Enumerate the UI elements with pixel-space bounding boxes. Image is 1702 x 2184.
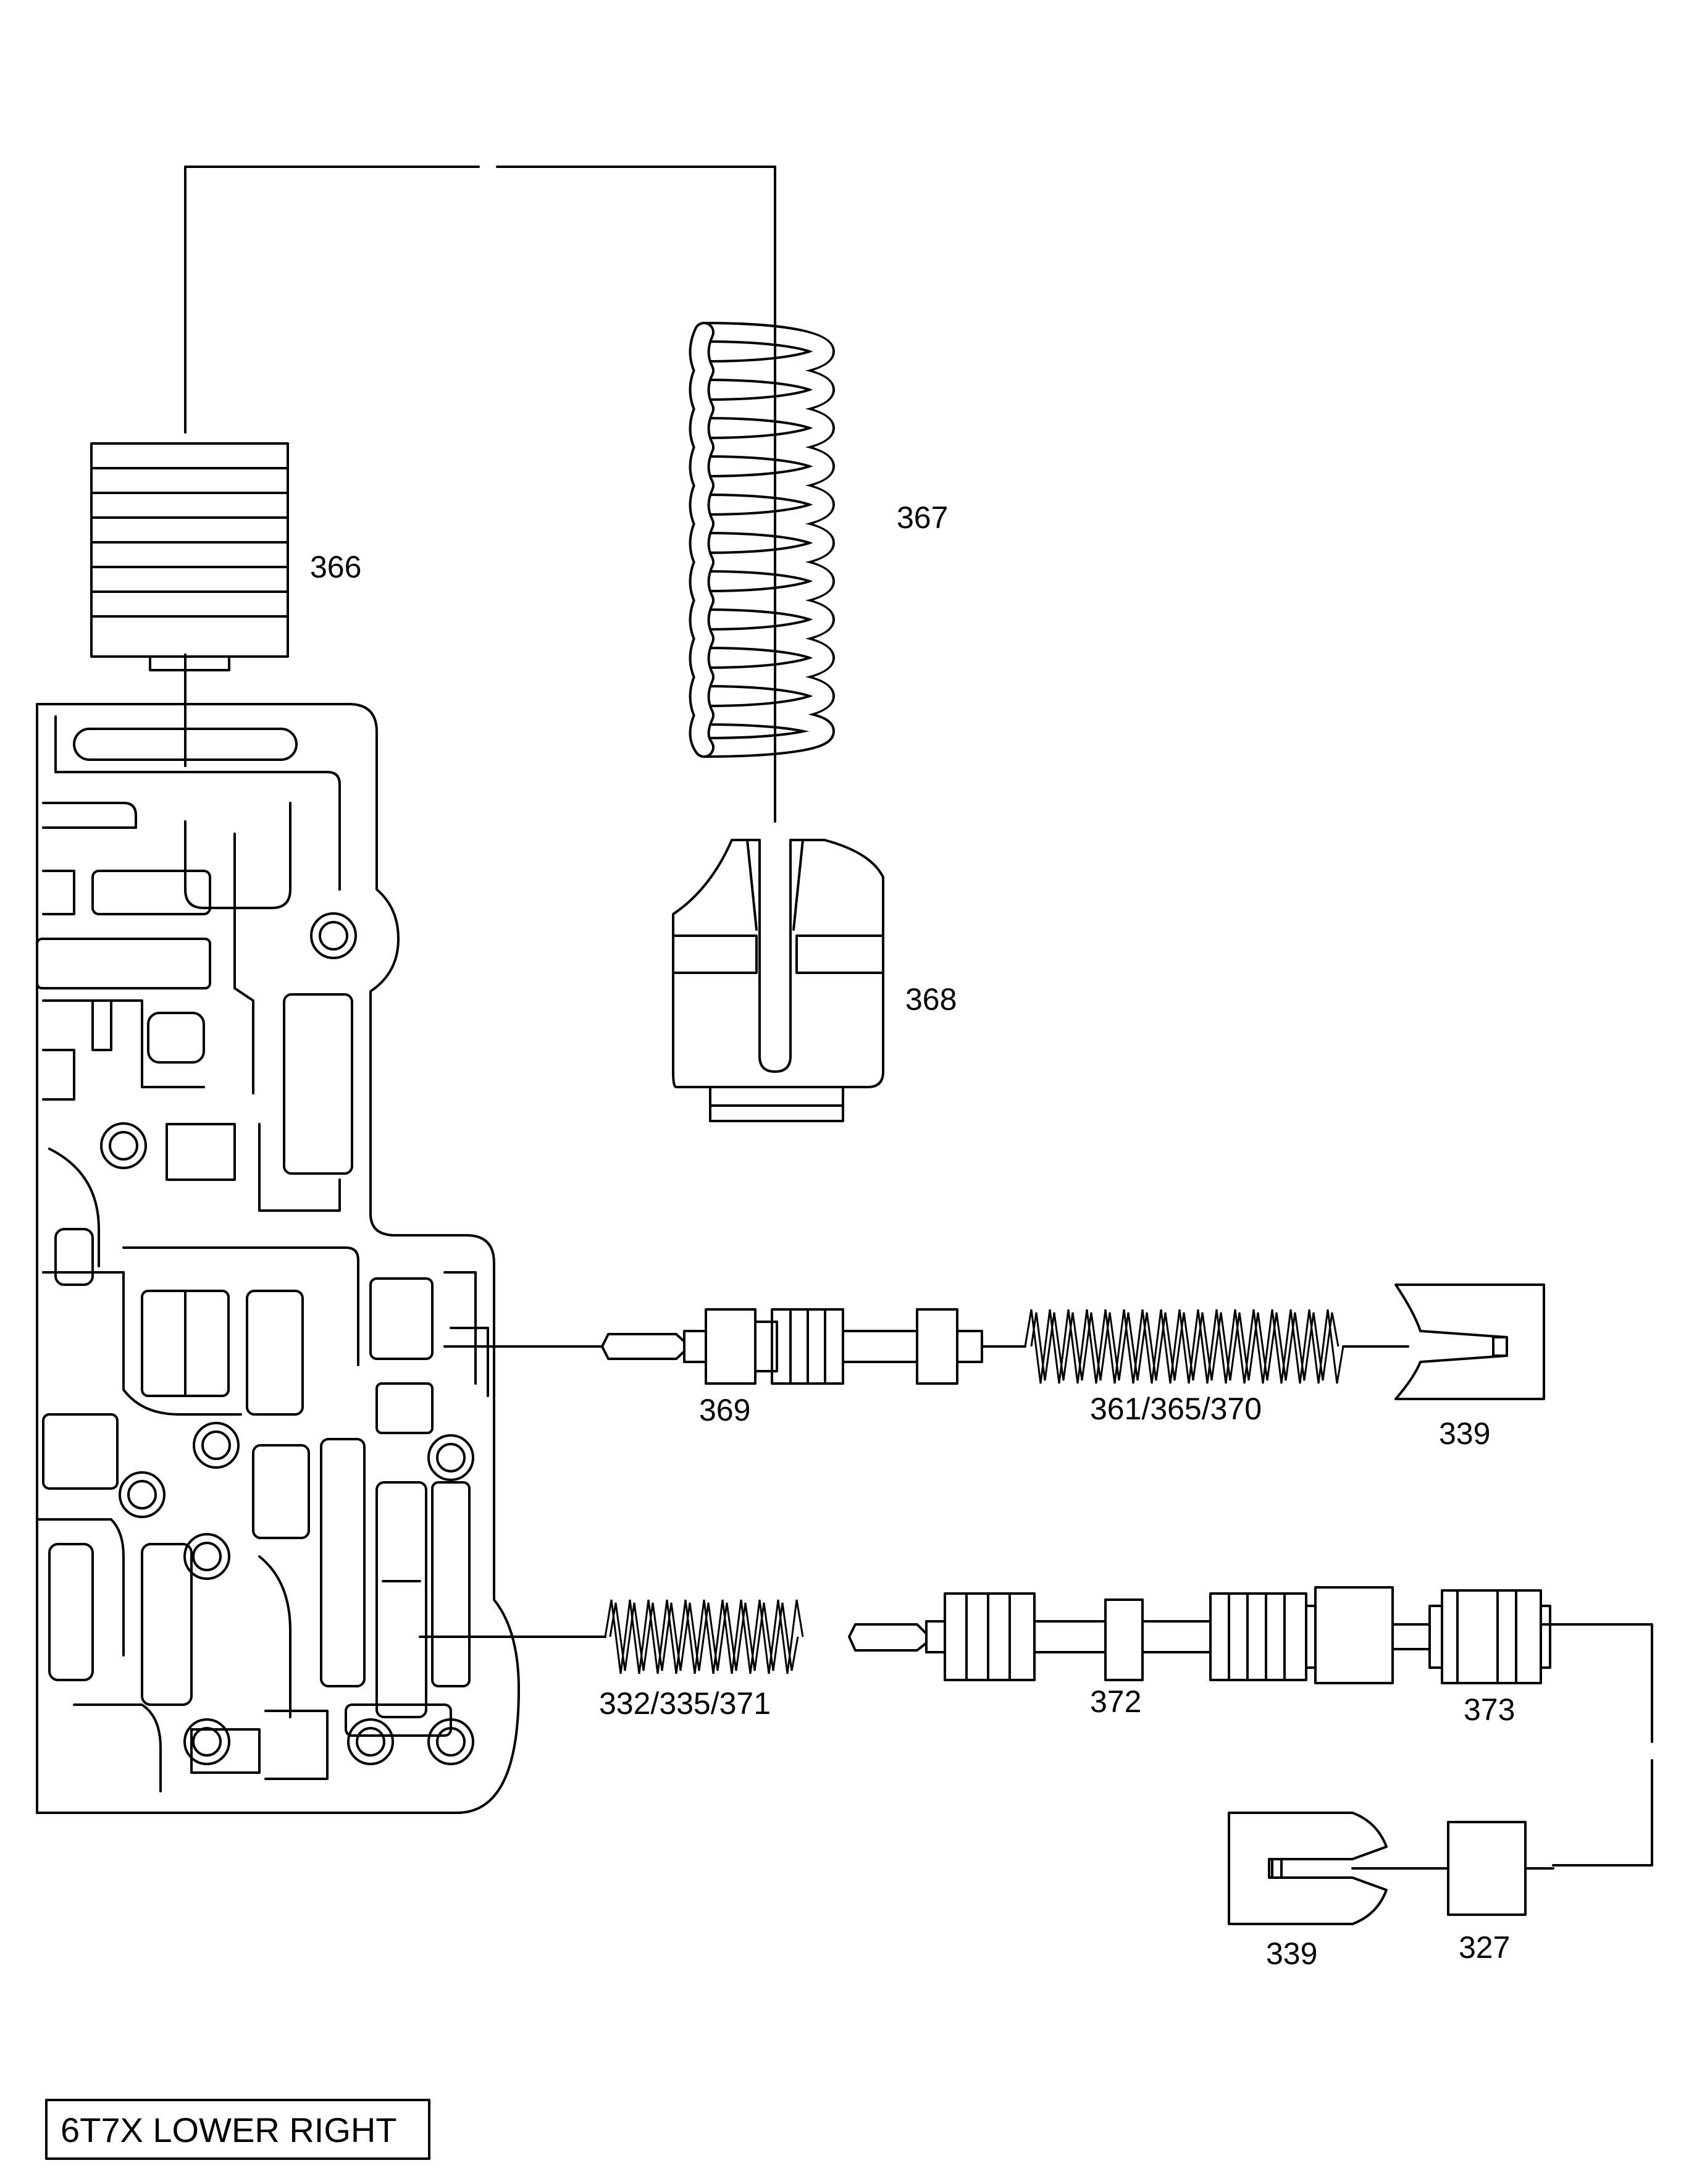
upper-connector-line [184,166,776,767]
label-372: 372 [1090,1684,1141,1719]
label-373: 373 [1464,1692,1515,1727]
label-332-335-371: 332/335/371 [599,1686,771,1721]
part-332-335-371-spring [604,1599,804,1674]
part-366-piston [90,442,289,671]
part-339-clip-upper [1394,1283,1545,1400]
part-373-valve [1428,1589,1551,1684]
part-368-retainer [672,839,884,1122]
label-368: 368 [905,982,957,1017]
label-339-upper: 339 [1439,1416,1490,1451]
part-367-spring [689,320,835,823]
part-372-valve [848,1586,1431,1684]
label-369: 369 [699,1393,750,1427]
caption-box: 6T7X LOWER RIGHT [45,2099,430,2160]
part-361-365-370-spring [1024,1309,1409,1384]
caption-text: 6T7X LOWER RIGHT [61,2110,397,2149]
lower-connector-line [1540,1623,1653,1867]
label-366: 366 [310,550,361,584]
valve-body-casting [36,703,520,1814]
label-339-lower: 339 [1266,1936,1317,1971]
part-339-clip-lower [1228,1812,1449,1925]
label-327: 327 [1459,1930,1510,1965]
part-327-plug [1447,1821,1554,1916]
part-369-valve [601,1308,1026,1385]
label-361-365-370: 361/365/370 [1090,1392,1262,1426]
label-367: 367 [897,500,948,535]
